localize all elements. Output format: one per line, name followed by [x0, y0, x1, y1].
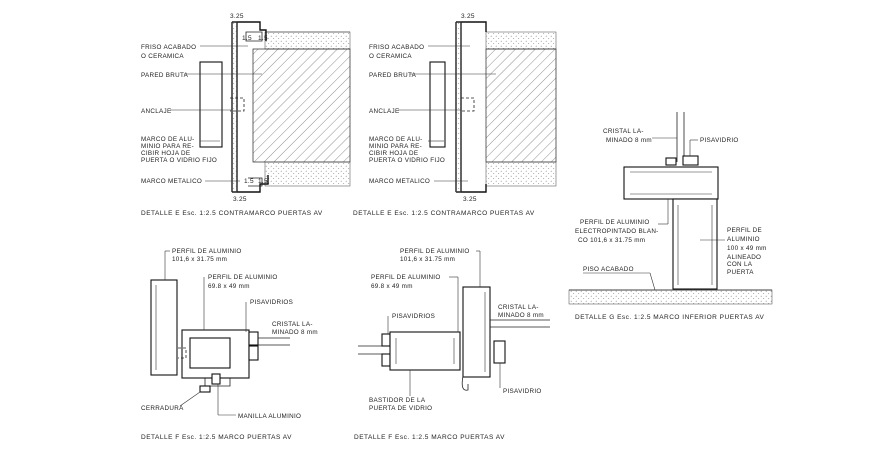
label-friso: FRISO ACABADO [141, 44, 196, 51]
friso-strip-bottom [264, 161, 351, 187]
label-cristal-f2-2: MINADO 8 mm [498, 312, 544, 319]
perfil-aluminio-g-top [623, 166, 719, 200]
pisavidrio-g [682, 155, 699, 166]
label-perfil-g2-5: CON LA [727, 261, 753, 268]
label-piso: PISO ACABADO [583, 266, 634, 273]
dim-right-bottom: 1.5 [244, 178, 254, 185]
label-cerradura: CERRADURA [141, 405, 184, 412]
label-perfil-f1-b-2: 69.8 x 49 mm [208, 283, 250, 290]
caption-detalle-f-middle: DETALLE F Esc. 1:2.5 MARCO PUERTAS AV [354, 434, 505, 441]
dim-bottom-2: 3.25 [463, 196, 477, 203]
anclaje [230, 97, 245, 112]
friso-strip-bottom-2 [485, 161, 557, 187]
detail-f-middle: PERFIL DE ALUMINIO 101,6 x 31.75 mm PERF… [354, 248, 550, 441]
pisavidrio-f1-a [248, 331, 259, 346]
label-perfil-f2-a-1: PERFIL DE ALUMINIO [400, 248, 470, 255]
gancho [461, 375, 469, 391]
label-perfil-f1-a-1: PERFIL DE ALUMINIO [172, 248, 242, 255]
label-marco-1-2: MARCO DE ALU- [369, 136, 423, 143]
label-bastidor-1: BASTIDOR DE LA [369, 397, 426, 404]
detail-f-left: PERFIL DE ALUMINIO 101,6 x 31.75 mm PERF… [141, 248, 318, 441]
piso-acabado [568, 289, 773, 305]
label-ceramica: O CERAMICA [141, 53, 184, 60]
label-marco-4-2: PUERTA O VIDRIO FIJO [369, 157, 445, 164]
pisavidrio-f1-b [248, 345, 259, 361]
label-perfil-f2-b-1: PERFIL DE ALUMINIO [371, 274, 441, 281]
label-ceramica-2: O CERAMICA [369, 53, 412, 60]
label-friso-2: FRISO ACABADO [369, 44, 424, 51]
dim-right-top: 1.5 [242, 35, 252, 42]
label-cristal-g-1: CRISTAL LA- [603, 128, 644, 135]
dim-top: 3.25 [230, 13, 244, 20]
perfil-f2-vertical [462, 286, 491, 378]
pisavidrio-f2-a [381, 333, 391, 347]
dim-bottom: 3.25 [233, 196, 247, 203]
cerradura-caja [189, 337, 231, 369]
label-cristal-f1-1: CRISTAL LA- [272, 321, 313, 328]
caption-detalle-e-left: DETALLE E Esc. 1:2.5 CONTRAMARCO PUERTAS… [141, 210, 323, 217]
label-marco-1: MARCO DE ALU- [141, 136, 195, 143]
label-perfil-f1-b-1: PERFIL DE ALUMINIO [208, 274, 278, 281]
label-marco-3-2: CIBIR HOJA DE [369, 150, 418, 157]
dim-right-top-2: 1.5 [258, 35, 268, 42]
label-marco-metalico-2: MARCO METALICO [369, 178, 430, 185]
label-pared: PARED BRUTA [141, 72, 189, 79]
label-perfil-g2-3: 100 x 49 mm [727, 245, 767, 252]
perfil-f1-vertical [150, 279, 178, 376]
marco-aluminio [199, 61, 223, 148]
detail-e-middle: 3.25 3.25 FRISO ACABADO O CERAMICA PARED… [353, 13, 557, 217]
caption-detalle-f-left: DETALLE F Esc. 1:2.5 MARCO PUERTAS AV [141, 434, 292, 441]
friso-strip-top [264, 31, 351, 50]
pisavidrio-f2-b [381, 353, 391, 367]
label-perfil-g2-1: PERFIL DE [727, 227, 762, 234]
label-pisavidrio-g: PISAVIDRIO [700, 137, 739, 144]
pared-bruta-hatch [252, 48, 351, 163]
label-perfil-g2-6: PUERTA [727, 269, 754, 276]
anclaje-2 [461, 97, 475, 112]
label-pisavidrio-f2: PISAVIDRIO [503, 388, 542, 395]
pisavidrio-g-2 [665, 157, 677, 166]
pisavidrio-f2-right [493, 340, 506, 364]
marco-fill-2 [455, 21, 462, 193]
label-cristal-f2-1: CRISTAL LA- [498, 304, 539, 311]
label-pisavidrios-f1: PISAVIDRIOS [250, 299, 293, 306]
label-cristal-g-2: MINADO 8 mm [606, 137, 652, 144]
bastidor-f2 [389, 331, 461, 371]
marco-aluminio-2 [429, 61, 446, 148]
label-perfil-f2-b-2: 69.8 x 49 mm [371, 283, 413, 290]
caption-detalle-e-middle: DETALLE E Esc. 1:2.5 CONTRAMARCO PUERTAS… [353, 210, 535, 217]
caption-detalle-g: DETALLE G Esc. 1:2.5 MARCO INFERIOR PUER… [575, 314, 765, 321]
detail-g: CRISTAL LA- MINADO 8 mm PISAVIDRIO PERFI… [568, 112, 773, 321]
label-anclaje-2: ANCLAJE [369, 108, 399, 115]
label-perfil-g1-2: ELECTROPINTADO BLAN- [575, 228, 659, 235]
label-pared-2: PARED BRUTA [369, 72, 417, 79]
pared-bruta-hatch-2 [485, 48, 557, 163]
marco-fill [231, 21, 238, 193]
label-anclaje: ANCLAJE [141, 108, 171, 115]
label-manilla: MANILLA ALUMINIO [238, 413, 301, 420]
dim-top-2: 3.25 [461, 13, 475, 20]
label-cristal-f1-2: MINADO 8 mm [272, 329, 318, 336]
label-perfil-g1-3: CO 101,6 x 31.75 mm [578, 237, 645, 244]
perfil-aluminio-g-bottom [672, 198, 718, 290]
label-marco-metalico: MARCO METALICO [141, 178, 202, 185]
label-marco-2-2: MINIO PARA RE- [369, 143, 422, 150]
label-perfil-g1-1: PERFIL DE ALUMINIO [580, 219, 650, 226]
label-perfil-f2-a-2: 101,6 x 31.75 mm [400, 256, 455, 263]
dim-right-bottom-2: 1.5 [258, 178, 268, 185]
label-marco-4: PUERTA O VIDRIO FIJO [141, 157, 217, 164]
label-pisavidrios-f2: PISAVIDRIOS [392, 313, 435, 320]
label-perfil-g2-4: ALINEADO [727, 254, 761, 261]
label-bastidor-2: PUERTA DE VIDRIO [369, 405, 432, 412]
label-perfil-g2-2: ALUMINIO [727, 236, 760, 243]
detail-e-left: 3.25 1.5 1.5 1.5 1.5 3.25 FRISO ACABADO … [141, 13, 351, 217]
manilla [204, 378, 231, 387]
label-marco-3: CIBIR HOJA DE [141, 150, 190, 157]
label-perfil-f1-a-2: 101,6 x 31.75 mm [172, 256, 227, 263]
label-marco-2: MINIO PARA RE- [141, 143, 194, 150]
friso-strip-top-2 [485, 31, 557, 50]
